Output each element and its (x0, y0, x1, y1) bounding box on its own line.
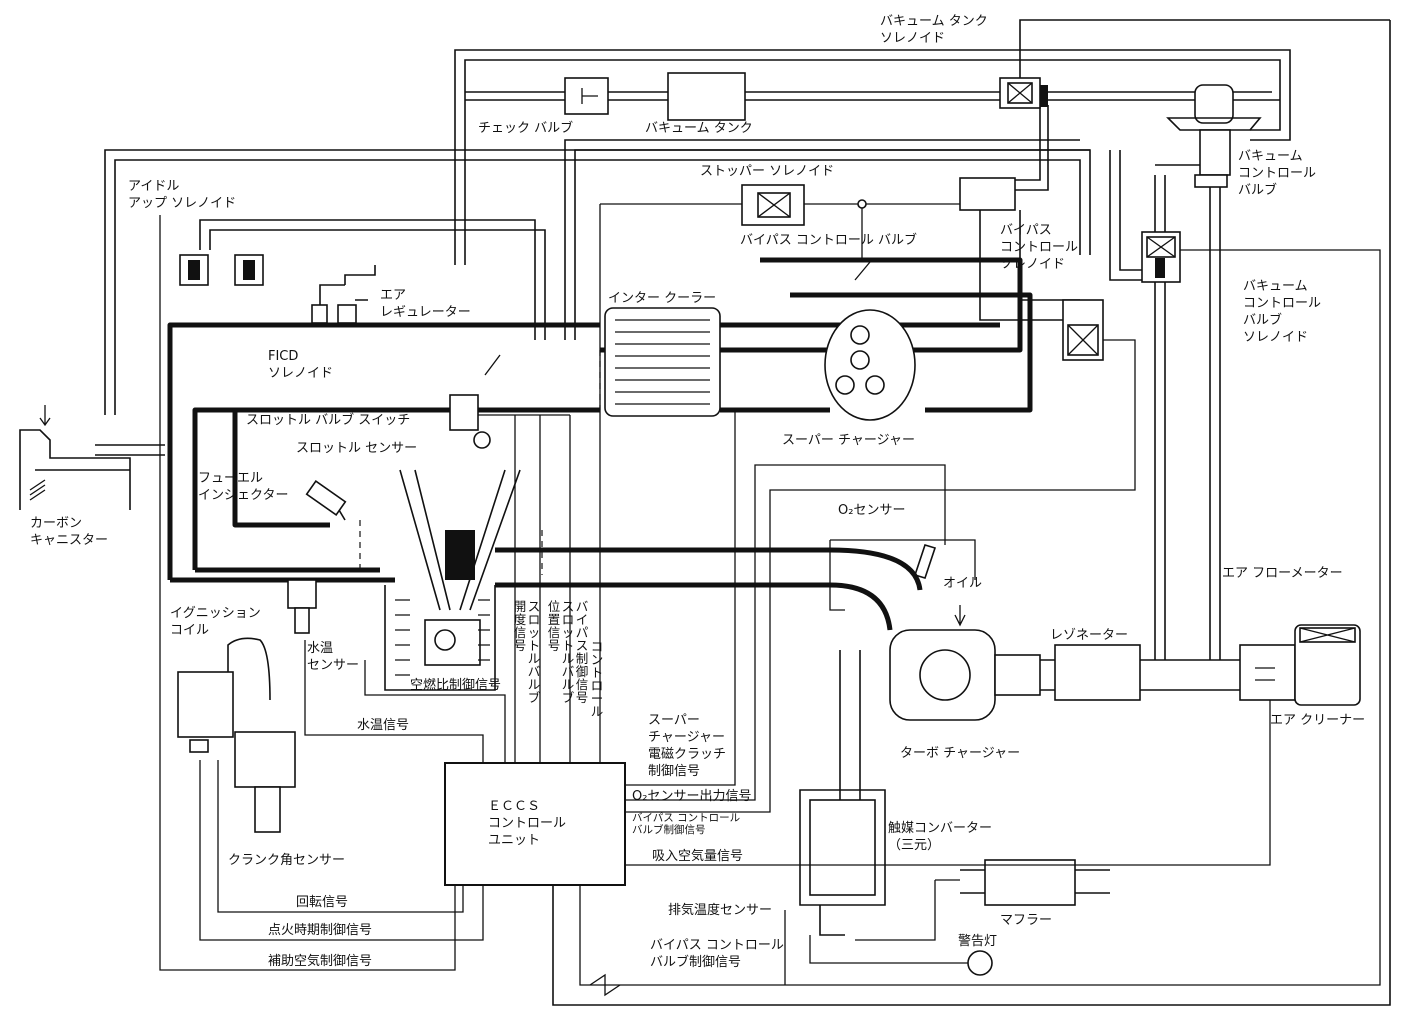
label-stopper-solenoid: ストッパー ソレノイド (700, 164, 835, 179)
label-ignition-timing-signal: 点火時期制御信号 (268, 923, 373, 938)
vacuum-control-valve-solenoid (1141, 231, 1181, 283)
air-cleaner (1294, 624, 1361, 706)
label-position-signal: 位 置 信 号 (547, 599, 561, 653)
label-warning-lamp: 警告灯 (958, 934, 998, 949)
label-catalytic-converter: 触媒コンバーター （三元） (888, 821, 993, 853)
bypass-valve-symbol (854, 261, 871, 281)
label-vacuum-tank-solenoid: バキューム タンク ソレノイド (880, 14, 988, 46)
label-supercharger: スーパー チャージャー (782, 433, 915, 448)
label-water-temp-sensor: 水温 センサー (307, 641, 360, 673)
label-carbon-canister: カーボン キャニスター (30, 516, 109, 548)
label-air-flow-meter: エア フローメーター (1222, 566, 1343, 581)
label-o2-sensor: O₂センサー (838, 503, 906, 518)
label-throttle-valve-switch: スロットル バルブ スイッチ (246, 413, 411, 428)
idle-up-solenoid (179, 254, 209, 286)
label-idle-up-solenoid: アイドル アップ ソレノイド (128, 179, 237, 211)
muffler (855, 859, 1110, 941)
label-opening-signal: 開 度 信 号 (513, 599, 527, 653)
check-valve (564, 77, 609, 115)
label-throttle-valve-1: ス ロ ッ ト ル バ ル ブ (527, 599, 541, 705)
label-turbocharger: ターボ チャージャー (900, 746, 1021, 761)
label-throttle-sensor: スロットル センサー (296, 441, 418, 456)
label-resonator: レゾネーター (1050, 628, 1129, 643)
turbocharger (889, 605, 1041, 721)
intercooler (604, 307, 721, 417)
label-vacuum-control-valve-solenoid: バキューム コントロール バルブ ソレノイド (1243, 279, 1322, 345)
label-check-valve: チェック バルブ (478, 121, 574, 136)
label-air-cleaner: エア クリーナー (1270, 713, 1366, 728)
throttle-sensor-group (449, 394, 570, 449)
supercharger (824, 309, 916, 421)
catalytic-converter (799, 789, 886, 936)
warning-lamp (967, 950, 993, 976)
ecu-label: ＥＣＣＳ コントロール ユニット (488, 799, 567, 848)
carbon-canister (19, 405, 165, 510)
air-flow-meter (1239, 644, 1296, 701)
label-exhaust-temp-sensor: 排気温度センサー (668, 903, 773, 918)
label-ignition-coil: イグニッション コイル (170, 606, 261, 638)
ecu-box (444, 762, 626, 886)
resonator (1040, 644, 1240, 701)
ignition-coil-group (287, 579, 317, 634)
label-intercooler: インター クーラー (608, 291, 717, 306)
label-bypass-signal: バ イ パ ス 制 御 信 号 (575, 599, 589, 705)
label-o2-output-signal: O₂センサー出力信号 (632, 789, 752, 804)
label-vacuum-tank: バキューム タンク (645, 121, 753, 136)
bypass-control-valve-actuator (959, 177, 1016, 211)
ficd-solenoid (234, 254, 264, 286)
label-water-temp-signal: 水温信号 (357, 718, 410, 733)
o2-sensor (913, 544, 937, 579)
label-fuel-injector: フューエル インジェクター (198, 471, 289, 503)
label-rpm-signal: 回転信号 (296, 895, 349, 910)
bypass-control-solenoid (1062, 299, 1104, 361)
label-bypass-control-valve-signal: バイパス コントロール バルブ制御信号 (650, 938, 784, 970)
vacuum-control-valve (1166, 84, 1262, 188)
label-supercharger-clutch-signal: スーパー チャージャー 電磁クラッチ 制御信号 (648, 713, 727, 779)
stopper-solenoid (600, 184, 960, 260)
signal-wiring (159, 204, 1381, 997)
label-air-fuel-ratio-signal: 空燃比制御信号 (410, 678, 502, 693)
label-air-regulator: エア レギュレーター (380, 288, 471, 320)
label-bypass-control-solenoid: バイパス コントロール ソレノイド (1000, 223, 1079, 272)
engine-cylinder (305, 469, 521, 691)
label-throttle-valve-2: ス ロ ッ ト ル バ ル ブ (561, 599, 575, 705)
vacuum-piping (104, 19, 1391, 1006)
label-bypass-control-valve-signal-small: バイパス コントロール バルブ制御信号 (632, 812, 741, 836)
label-oil: オイル (943, 576, 983, 591)
label-intake-air-signal: 吸入空気量信号 (652, 849, 744, 864)
label-aux-air-signal: 補助空気制御信号 (268, 954, 373, 969)
label-muffler: マフラー (1000, 913, 1053, 928)
vacuum-tank (667, 72, 746, 121)
air-regulator (311, 265, 376, 324)
vacuum-tank-solenoid (999, 77, 1048, 109)
label-bypass-control-valve: バイパス コントロール バルブ (740, 233, 918, 248)
label-control: コ ン ト ロ ー ル (590, 639, 604, 719)
label-vacuum-control-valve: バキューム コントロール バルブ (1238, 149, 1317, 198)
label-ficd-solenoid: FICD ソレノイド (268, 349, 334, 381)
throttle-valve-symbol (484, 354, 501, 376)
distributor (177, 637, 296, 833)
label-crank-angle-sensor: クランク角センサー (228, 853, 346, 868)
